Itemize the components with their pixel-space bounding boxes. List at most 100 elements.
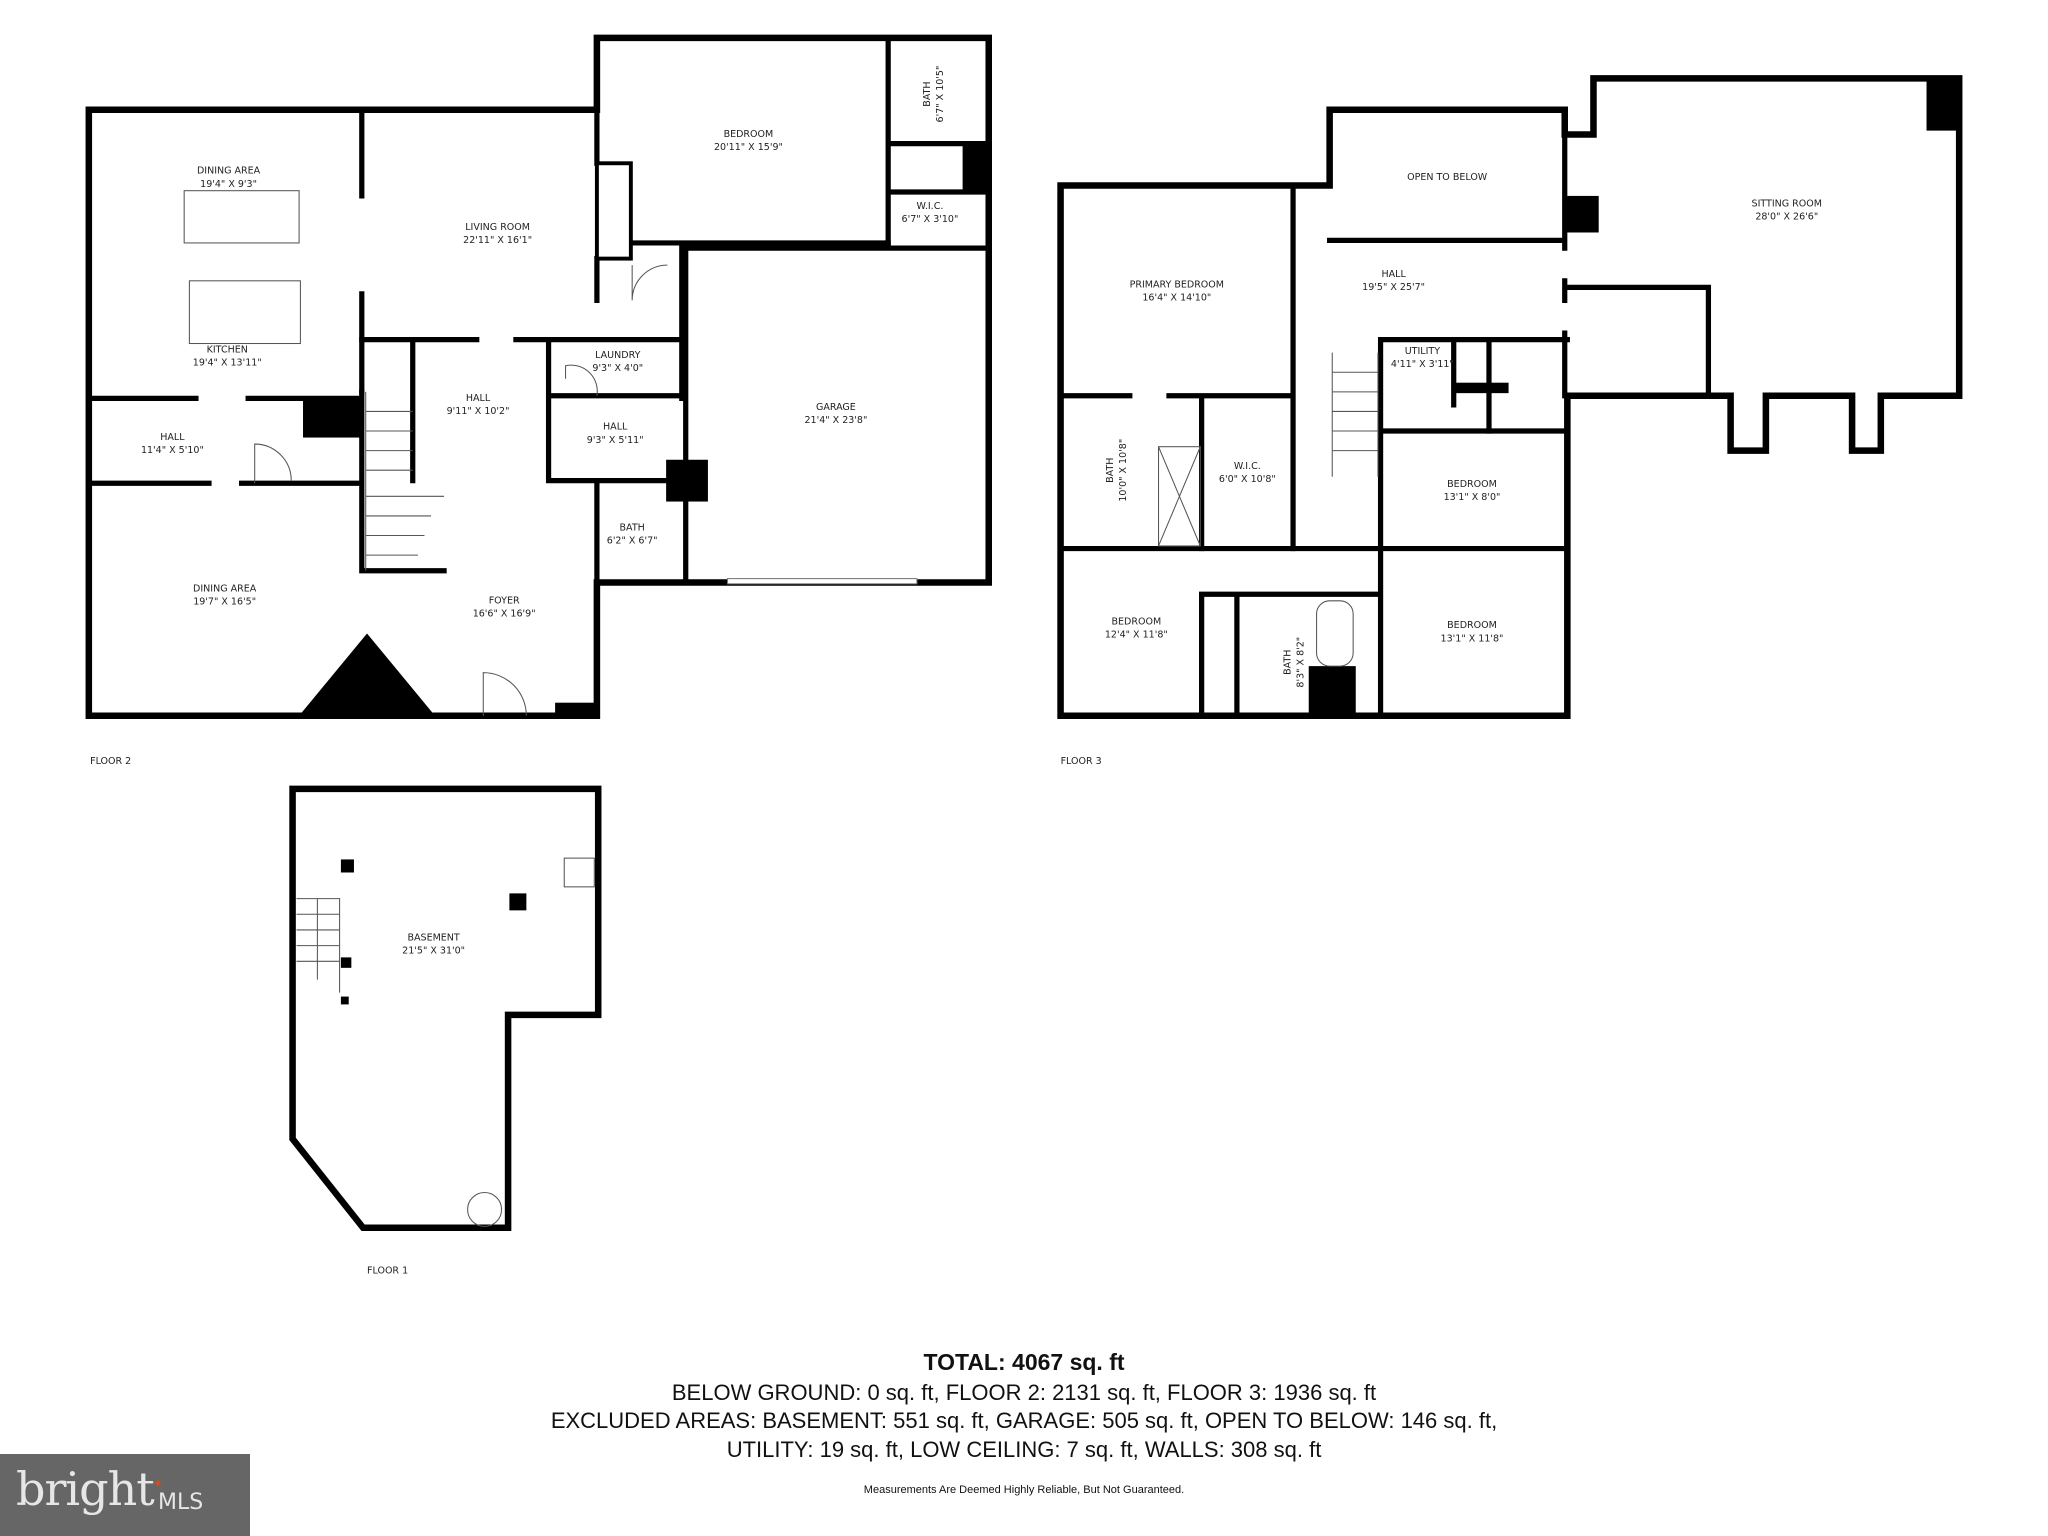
- room-dimensions: 16'6" X 16'9": [473, 608, 536, 619]
- room-dimensions: 12'4" X 11'8": [1105, 629, 1168, 640]
- room-dimensions: 19'7" X 16'5": [193, 597, 256, 608]
- room-dimensions: 28'0" X 26'6": [1755, 211, 1818, 222]
- room-dimensions: 19'4" X 13'11": [193, 358, 262, 369]
- room-label: DINING AREA 19'7" X 16'5": [193, 584, 257, 608]
- room-name: BEDROOM: [724, 129, 774, 140]
- room-name: DINING AREA: [193, 584, 257, 595]
- room-dimensions: 11'4" X 5'10": [141, 445, 204, 456]
- room-name: SITTING ROOM: [1752, 198, 1822, 209]
- kitchen-island: [188, 280, 301, 345]
- room-label: LAUNDRY 9'3" X 4'0": [592, 350, 643, 374]
- floor-1-plan: [289, 785, 602, 1232]
- room-label: HALL 9'3" X 5'11": [587, 422, 644, 446]
- area-breakdown: BELOW GROUND: 0 sq. ft, FLOOR 2: 2131 sq…: [671, 1380, 1377, 1405]
- room-name: BATH: [922, 81, 933, 106]
- room-name: W.I.C.: [917, 201, 944, 212]
- room-label: SITTING ROOM 28'0" X 26'6": [1752, 198, 1822, 222]
- garage-door: [726, 578, 918, 585]
- room-dimensions: 6'7" X 3'10": [902, 214, 959, 225]
- dining-table: [183, 190, 300, 244]
- logo-suffix: MLS: [158, 1490, 204, 1515]
- basement-staircase: [296, 898, 341, 993]
- floor-2-label: FLOOR 2: [90, 756, 131, 767]
- floor-3-interior-walls: [1057, 78, 1960, 719]
- room-labels: DINING AREA 19'4" X 9'3" LIVING ROOM 22'11"…: [141, 66, 1822, 957]
- floor-2-fireplace: [299, 633, 435, 716]
- room-name: FOYER: [489, 595, 520, 606]
- bright-mls-logo: bright ✦ MLS: [0, 1454, 250, 1536]
- room-dimensions: 22'11" X 16'1": [463, 235, 532, 246]
- disclaimer: Measurements Are Deemed Highly Reliable,…: [863, 1484, 1185, 1496]
- room-dimensions: 21'5" X 31'0": [402, 945, 465, 956]
- room-dimensions: 19'4" X 9'3": [200, 179, 257, 190]
- excluded-areas: EXCLUDED AREAS: BASEMENT: 551 sq. ft, GA…: [550, 1408, 1498, 1433]
- room-label: DINING AREA 19'4" X 9'3": [197, 166, 261, 190]
- room-name: W.I.C.: [1234, 461, 1261, 472]
- room-name: HALL: [160, 432, 185, 443]
- room-dimensions: 16'4" X 14'10": [1142, 292, 1211, 303]
- room-name: KITCHEN: [207, 345, 248, 356]
- room-label: W.I.C. 6'7" X 3'10": [902, 201, 959, 225]
- room-name: OPEN TO BELOW: [1407, 172, 1488, 183]
- room-dimensions: 9'3" X 5'11": [587, 435, 644, 446]
- total-area: TOTAL: 4067 sq. ft: [923, 1349, 1125, 1375]
- floor-2-interior-walls: [86, 35, 992, 716]
- room-dimensions: 10'0" X 10'8": [1118, 439, 1129, 502]
- room-label: BATH 6'2" X 6'7": [607, 522, 658, 546]
- floor-1-label: FLOOR 1: [367, 1265, 408, 1276]
- room-name: HALL: [466, 393, 491, 404]
- room-dimensions: 13'1" X 11'8": [1441, 633, 1504, 644]
- room-name: BEDROOM: [1111, 616, 1161, 627]
- room-name: BATH: [620, 522, 645, 533]
- room-label: BEDROOM 12'4" X 11'8": [1105, 616, 1168, 640]
- room-name: HALL: [603, 422, 628, 433]
- room-name: LIVING ROOM: [465, 222, 530, 233]
- floor-2-plan: [85, 34, 992, 720]
- logo-brand: bright: [16, 1462, 155, 1516]
- room-dimensions: 13'1" X 8'0": [1444, 492, 1501, 503]
- room-dimensions: 19'5" X 25'7": [1362, 282, 1425, 293]
- room-name: BATH: [1105, 458, 1116, 483]
- excluded-areas-continued: UTILITY: 19 sq. ft, LOW CEILING: 7 sq. f…: [726, 1437, 1322, 1462]
- room-name: BASEMENT: [408, 932, 460, 943]
- room-dimensions: 21'4" X 23'8": [804, 415, 867, 426]
- floor-3-staircase: [1331, 352, 1379, 477]
- logo-star-icon: ✦: [152, 1476, 164, 1492]
- floor-2-outer-wall: [85, 34, 992, 720]
- room-label: LIVING ROOM 22'11" X 16'1": [463, 222, 532, 246]
- shower: [1158, 446, 1201, 547]
- room-name: HALL: [1381, 269, 1406, 280]
- room-dimensions: 6'2" X 6'7": [607, 535, 658, 546]
- floor-3-label: FLOOR 3: [1061, 756, 1102, 767]
- room-name: LAUNDRY: [595, 350, 640, 361]
- room-name: BATH: [1282, 650, 1293, 675]
- door-swings: [254, 264, 668, 716]
- room-label: BASEMENT 21'5" X 31'0": [402, 932, 465, 956]
- room-name: BEDROOM: [1447, 479, 1497, 490]
- water-heater-icon: [467, 1191, 503, 1227]
- room-dimensions: 8'3" X 8'2": [1296, 637, 1307, 688]
- room-dimensions: 9'3" X 4'0": [592, 363, 643, 374]
- room-name: PRIMARY BEDROOM: [1130, 279, 1224, 290]
- room-name: DINING AREA: [197, 166, 261, 177]
- room-label: BEDROOM 13'1" X 8'0": [1444, 479, 1501, 503]
- room-label: HALL 11'4" X 5'10": [141, 432, 204, 456]
- room-dimensions: 4'11" X 3'11": [1391, 359, 1454, 370]
- floor-3-plan: [1057, 75, 1963, 720]
- room-label: KITCHEN 19'4" X 13'11": [193, 345, 262, 369]
- staircase: [365, 391, 445, 571]
- room-name: UTILITY: [1405, 346, 1441, 357]
- room-label: FOYER 16'6" X 16'9": [473, 595, 536, 619]
- room-label: OPEN TO BELOW: [1407, 172, 1488, 183]
- room-label: PRIMARY BEDROOM 16'4" X 14'10": [1130, 279, 1224, 303]
- basement-fixture: [563, 857, 595, 888]
- room-dimensions: 6'0" X 10'8": [1219, 474, 1276, 485]
- room-label: HALL 19'5" X 25'7": [1362, 269, 1425, 293]
